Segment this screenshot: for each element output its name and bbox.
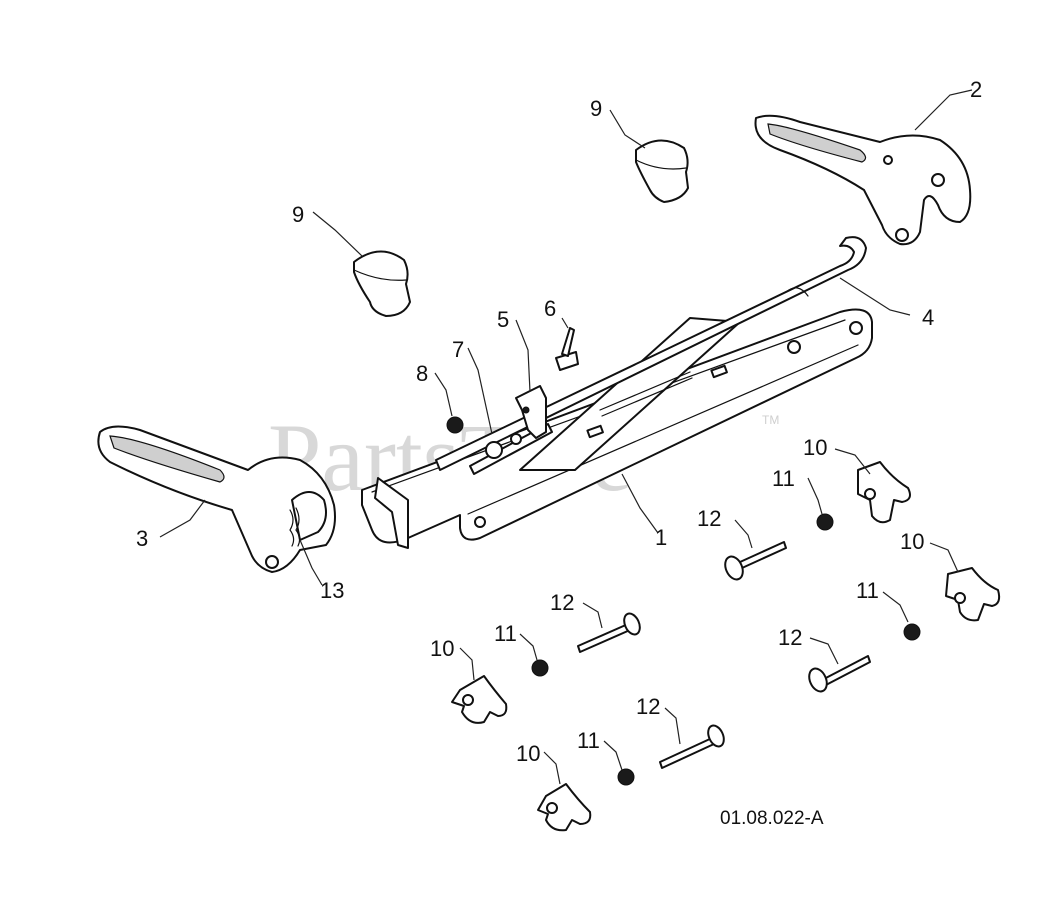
part-11-nut-d[interactable] [617,768,635,786]
callout-5: 5 [497,307,509,332]
callout-10: 10 [430,636,454,661]
callout-3: 3 [136,526,148,551]
callout-11: 11 [772,466,795,491]
callout-9: 9 [292,202,304,227]
part-7-shaft[interactable] [469,423,553,475]
callout-7: 7 [452,337,464,362]
callout-11: 11 [494,621,517,646]
callout-12: 12 [550,590,574,615]
callout-9: 9 [590,96,602,121]
callout-10: 10 [516,741,540,766]
part-9-knob-left[interactable] [353,250,411,317]
drawing-code: 01.08.022-A [720,808,824,829]
part-12-bolt-b[interactable] [577,611,643,653]
part-6-bolt[interactable] [555,327,579,371]
part-3-handle-left[interactable] [97,425,336,573]
part-10-star-knob-c[interactable] [451,675,508,724]
part-11-nut-b[interactable] [903,623,921,641]
part-8-nut[interactable] [446,416,464,434]
part-2-handle-right[interactable] [754,114,972,246]
part-13-spring[interactable] [289,507,301,547]
part-11-nut-c[interactable] [531,659,549,677]
watermark-trademark: TM [762,413,779,427]
part-12-bolt-d[interactable] [659,723,727,769]
part-12-bolt-a[interactable] [722,541,787,582]
callout-10: 10 [900,529,924,554]
part-5-bracket[interactable] [515,385,547,439]
callout-6: 6 [544,296,556,321]
part-11-nut-a[interactable] [816,513,834,531]
part-12-bolt-c[interactable] [806,655,871,694]
callout-12: 12 [636,694,660,719]
callout-2: 2 [970,77,982,102]
callout-8: 8 [416,361,428,386]
part-10-star-knob-b[interactable] [945,567,1001,622]
callout-12: 12 [697,506,721,531]
callout-11: 11 [856,578,879,603]
callout-1: 1 [655,525,667,550]
callout-11: 11 [577,728,600,753]
callout-4: 4 [922,305,934,330]
part-10-star-knob-a[interactable] [857,461,911,524]
callout-13: 13 [320,578,344,603]
callout-10: 10 [803,435,827,460]
callout-12: 12 [778,625,802,650]
part-10-star-knob-d[interactable] [537,783,592,832]
part-9-knob-upper[interactable] [635,139,689,203]
